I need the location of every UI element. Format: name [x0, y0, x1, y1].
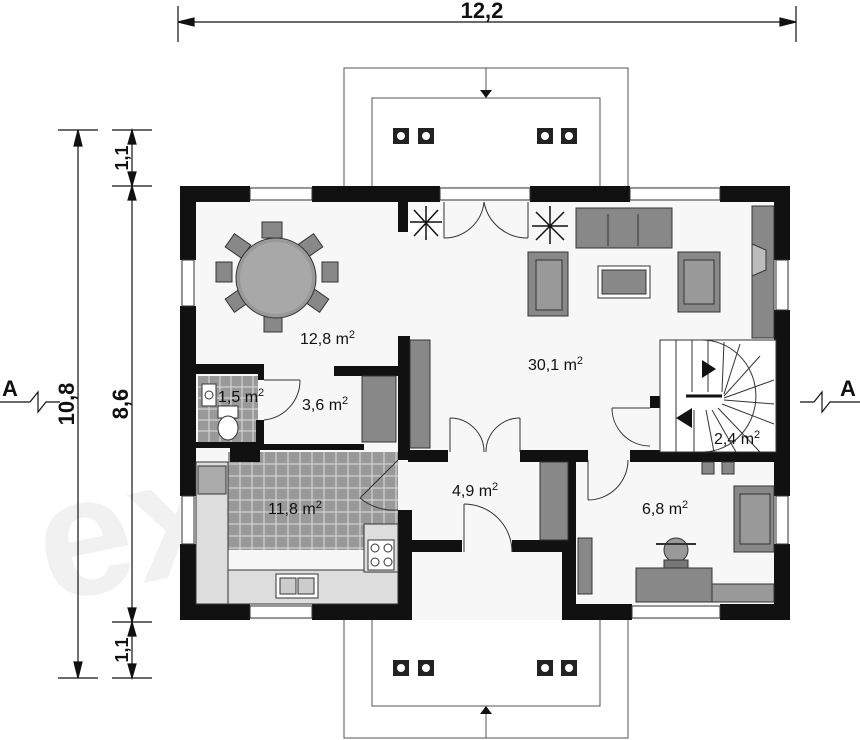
interior-walls: [196, 202, 790, 552]
top-entry-arrow: [480, 90, 492, 98]
plant-left-icon: [408, 206, 442, 240]
staircase: [659, 339, 777, 453]
wc-fixtures: [201, 383, 239, 441]
total-height-label: 10,8: [54, 383, 79, 426]
hall-area-label: 4,9 m2: [452, 481, 498, 500]
office-area-label: 6,8 m2: [642, 499, 688, 518]
porch-bottom-depth-label: 1,1: [112, 637, 132, 662]
hall-cabinets: [361, 339, 593, 595]
top-porch: [343, 67, 629, 189]
section-mark-right: A: [840, 376, 856, 401]
stairs-area-label: 2,4 m2: [714, 429, 760, 448]
section-line-right: [800, 390, 860, 414]
bottom-porch-posts: [393, 660, 577, 676]
storage-area-label: 3,6 m2: [302, 395, 348, 414]
left-dimensions: [58, 127, 152, 681]
living-area-label: 30,1 m2: [528, 355, 583, 374]
dining-table-set: [215, 221, 339, 333]
windows: [181, 187, 789, 619]
wc-area-label: 1,5 m2: [218, 387, 264, 406]
doors: [263, 201, 651, 553]
section-line-left: [0, 390, 60, 414]
bottom-entry-arrow: [480, 706, 492, 714]
bottom-porch: [343, 615, 629, 739]
porch-top-depth-label: 1,1: [112, 145, 132, 170]
stair-down-arrow: [676, 408, 692, 428]
inner-height-label: 8,6: [108, 389, 133, 420]
top-porch-posts: [393, 128, 577, 144]
office-furniture: [635, 485, 775, 603]
top-dimension: [177, 6, 797, 42]
section-mark-left: A: [2, 376, 18, 401]
living-furniture: [527, 205, 775, 339]
kitchen-fixtures: [195, 461, 399, 605]
width-label: 12,2: [461, 0, 504, 23]
dining-area-label: 12,8 m2: [300, 329, 355, 348]
plant-right-icon: [532, 206, 568, 244]
stair-storage: [701, 461, 735, 475]
entry-vestibule: [412, 548, 556, 620]
stair-up-arrow: [702, 360, 716, 378]
kitchen-area-label: 11,8 m2: [268, 499, 322, 518]
